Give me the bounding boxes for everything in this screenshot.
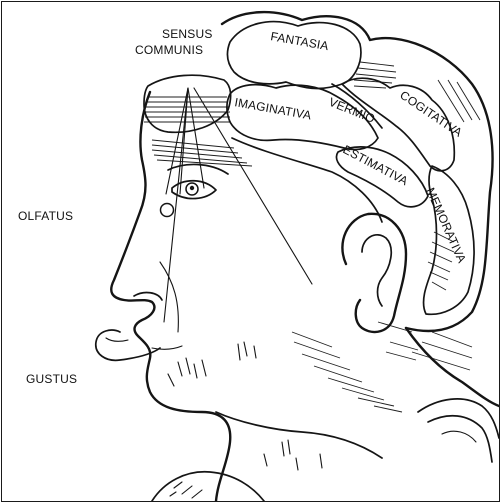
mouth-line [152,346,182,349]
garment-texture [170,482,202,498]
olfatus-node [161,204,174,217]
label-imaginativa: IMAGINATIVA [233,95,312,122]
tongue-tip [106,338,128,341]
label-olfatus: OLFATUS [18,209,73,223]
collar [418,399,499,438]
brow-band-hatch [152,140,252,166]
garment-left [152,472,264,501]
head-and-ear [152,138,499,501]
eye-iris [190,186,194,190]
label-vermio: VERMIO [327,95,377,126]
fantasia-lobe [227,22,361,89]
label-communis: COMMUNIS [135,43,203,57]
sense-rays [164,88,312,322]
profile-contour [111,92,230,501]
nostril [134,293,162,300]
collar-inner [442,431,476,442]
label-fantasia: FANTASIA [269,29,329,53]
beard-strokes [168,342,256,386]
label-memorativa: MEMORATIVA [423,186,469,266]
neck-strokes [264,440,322,470]
neck-hatch [292,322,472,412]
brain-outer-contour [222,12,493,331]
face-profile [96,92,256,501]
brain-chambers [144,12,493,331]
label-gustus: GUSTUS [26,372,77,386]
eyebrow [168,164,228,174]
label-sensus: SENSUS [162,27,213,41]
region-labels: SENSUS COMMUNIS FANTASIA COGITATIVA VERM… [18,27,469,386]
label-cogitativa: COGITATIVA [397,88,465,140]
ear [342,214,406,332]
neck-front [216,412,382,458]
ear-inner [362,235,391,306]
collar-fold [428,416,492,462]
